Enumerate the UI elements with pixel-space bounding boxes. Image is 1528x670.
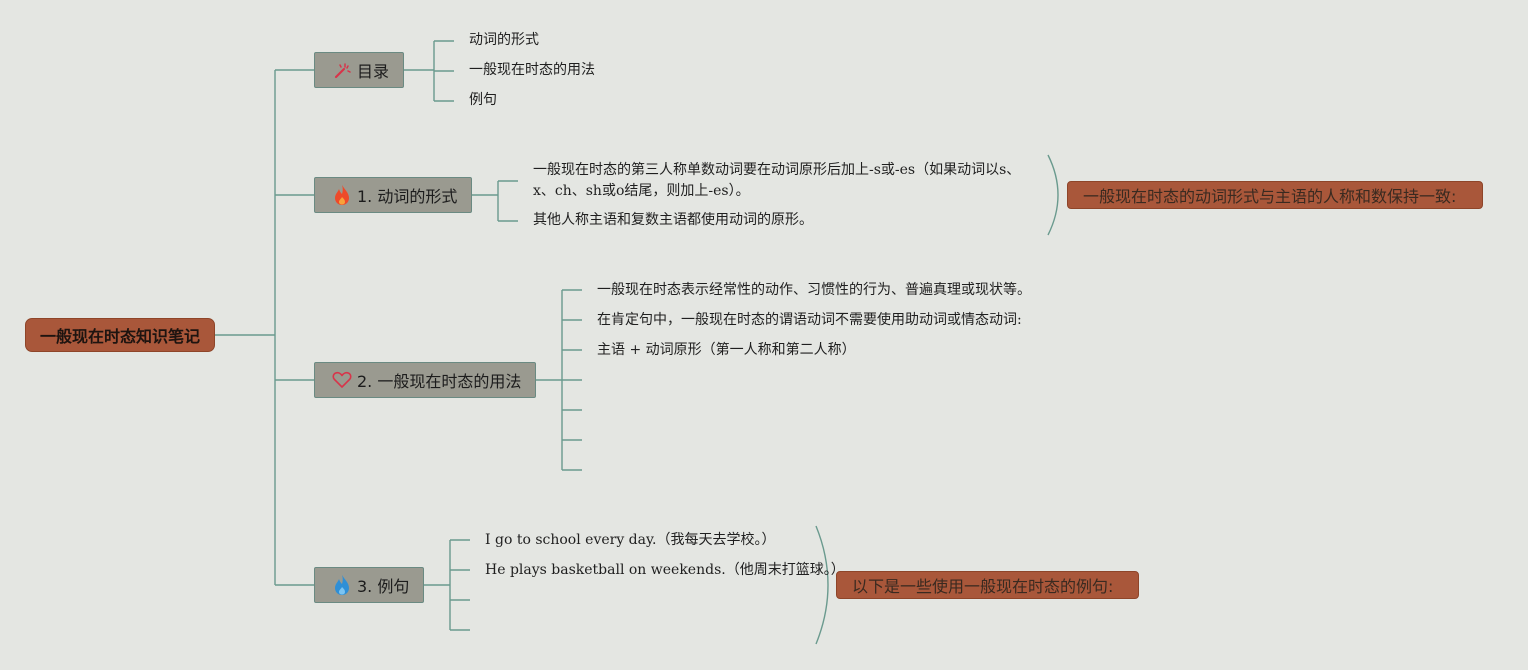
water-drop-icon bbox=[331, 574, 353, 596]
example-sentence-basketball[interactable]: He plays basketball on weekends.（他周末打篮球。… bbox=[485, 562, 845, 578]
magic-wand-icon bbox=[331, 59, 353, 81]
summary-examples-label: 以下是一些使用一般现在时态的例句: bbox=[852, 577, 1114, 596]
summary-verb-forms-label: 一般现在时态的动词形式与主语的人称和数保持一致: bbox=[1083, 187, 1457, 206]
branch-toc[interactable]: 目录 bbox=[314, 52, 405, 88]
usage-item-habitual[interactable]: 一般现在时态表示经常性的动作、习惯性的行为、普遍真理或现状等。 bbox=[597, 282, 1031, 298]
root-topic-label: 一般现在时态知识笔记 bbox=[39, 327, 200, 346]
summary-verb-forms[interactable]: 一般现在时态的动词形式与主语的人称和数保持一致: bbox=[1067, 181, 1483, 209]
branch-usage[interactable]: 2. 一般现在时态的用法 bbox=[314, 362, 537, 398]
branch-usage-label: 2. 一般现在时态的用法 bbox=[357, 372, 522, 391]
branch-toc-label: 目录 bbox=[357, 62, 390, 81]
branch-examples[interactable]: 3. 例句 bbox=[314, 567, 425, 603]
usage-item-affirmative[interactable]: 在肯定句中，一般现在时态的谓语动词不需要使用助动词或情态动词: bbox=[597, 312, 1022, 328]
branch-verb-forms[interactable]: 1. 动词的形式 bbox=[314, 177, 473, 213]
root-topic[interactable]: 一般现在时态知识笔记 bbox=[25, 318, 215, 352]
example-sentence-school[interactable]: I go to school every day.（我每天去学校。） bbox=[485, 532, 776, 548]
verb-forms-rule-line-1: 一般现在时态的第三人称单数动词要在动词原形后加上-s或-es（如果动词以s、 bbox=[533, 162, 1021, 178]
summary-examples[interactable]: 以下是一些使用一般现在时态的例句: bbox=[836, 571, 1139, 599]
branch-verb-forms-label: 1. 动词的形式 bbox=[357, 187, 458, 206]
usage-item-structure[interactable]: 主语 + 动词原形（第一人称和第二人称） bbox=[597, 342, 856, 358]
heart-icon bbox=[331, 369, 353, 391]
verb-forms-rule-other[interactable]: 其他人称主语和复数主语都使用动词的原形。 bbox=[533, 212, 813, 228]
verb-forms-rule-third-person[interactable]: 一般现在时态的第三人称单数动词要在动词原形后加上-s或-es（如果动词以s、 x… bbox=[533, 160, 1020, 202]
toc-item-examples[interactable]: 例句 bbox=[469, 92, 497, 108]
toc-item-usage[interactable]: 一般现在时态的用法 bbox=[469, 62, 595, 78]
fire-icon bbox=[331, 184, 353, 206]
branch-examples-label: 3. 例句 bbox=[357, 577, 410, 596]
verb-forms-rule-line-2: x、ch、sh或o结尾，则加上-es）。 bbox=[533, 183, 750, 199]
toc-item-verb-forms[interactable]: 动词的形式 bbox=[469, 32, 539, 48]
